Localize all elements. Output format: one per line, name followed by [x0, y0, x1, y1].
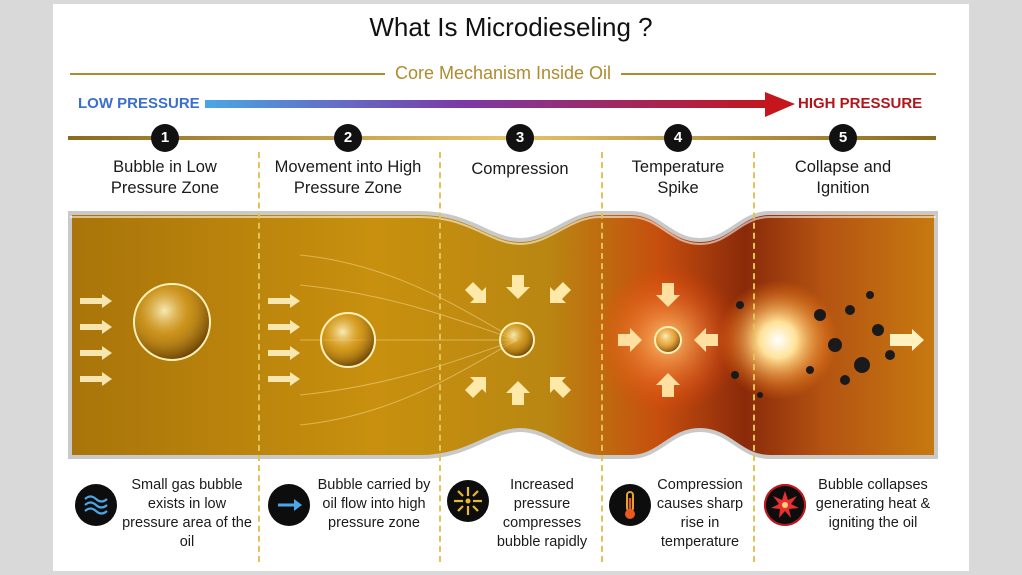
- soot-particles: [731, 291, 895, 398]
- heat-arrows: [618, 283, 718, 397]
- stage-4-number: 4: [664, 124, 692, 152]
- exit-arrow: [890, 329, 924, 351]
- compression-arrows: [465, 275, 571, 405]
- flow-arrows-stage-2: [268, 294, 300, 386]
- compress-arrows-icon: [447, 480, 489, 522]
- stage-2-number: 2: [334, 124, 362, 152]
- stage-divider: [439, 152, 441, 562]
- subtitle-row: Core Mechanism Inside Oil: [70, 62, 936, 86]
- stage-3-description: Increased pressure compresses bubble rap…: [496, 477, 588, 550]
- stage-5-number: 5: [829, 124, 857, 152]
- subtitle: Core Mechanism Inside Oil: [384, 63, 622, 83]
- stage-divider: [601, 152, 603, 562]
- stage-4-title: Temperature Spike: [631, 158, 725, 197]
- stage-3-number: 3: [506, 124, 534, 152]
- subtitle-wrap: Core Mechanism Inside Oil: [70, 63, 936, 84]
- stage-3-title: Compression: [471, 160, 569, 178]
- stage-2-description: Bubble carried by oil flow into high pre…: [317, 477, 431, 531]
- stage-1-number: 1: [151, 124, 179, 152]
- stage-1-description: Small gas bubble exists in low pressure …: [122, 477, 252, 550]
- ignition-flash: [718, 280, 838, 400]
- high-pressure-label: HIGH PRESSURE: [798, 95, 923, 112]
- explosion-icon: [764, 484, 806, 526]
- bubble-medium: [320, 312, 376, 368]
- bubble-large: [133, 283, 211, 361]
- stage-5-title: Collapse and Ignition: [794, 158, 892, 197]
- stage-1-title: Bubble in Low Pressure Zone: [110, 158, 220, 197]
- arrow-right-icon: [268, 484, 310, 526]
- stage-divider: [753, 152, 755, 562]
- stage-5-description: Bubble collapses generating heat & ignit…: [815, 477, 931, 531]
- flow-arrows-stage-1: [80, 294, 112, 386]
- flow-streamlines: [299, 254, 518, 426]
- stage-divider: [258, 152, 260, 562]
- stage-4-description: Compression causes sharp rise in tempera…: [656, 477, 744, 550]
- thermometer-icon: [609, 484, 651, 526]
- diagram-title: What Is Microdieseling ?: [369, 12, 653, 42]
- pressure-gradient-arrow: [205, 92, 795, 117]
- tube-highlight: [70, 216, 936, 246]
- oil-tube-illustration: [68, 211, 938, 459]
- waves-icon: [75, 484, 117, 526]
- stage-2-title: Movement into High Pressure Zone: [274, 158, 422, 197]
- stage-rule: [68, 136, 936, 140]
- bubble-hot: [654, 326, 682, 354]
- bubble-compressed: [499, 322, 535, 358]
- low-pressure-label: LOW PRESSURE: [78, 95, 200, 112]
